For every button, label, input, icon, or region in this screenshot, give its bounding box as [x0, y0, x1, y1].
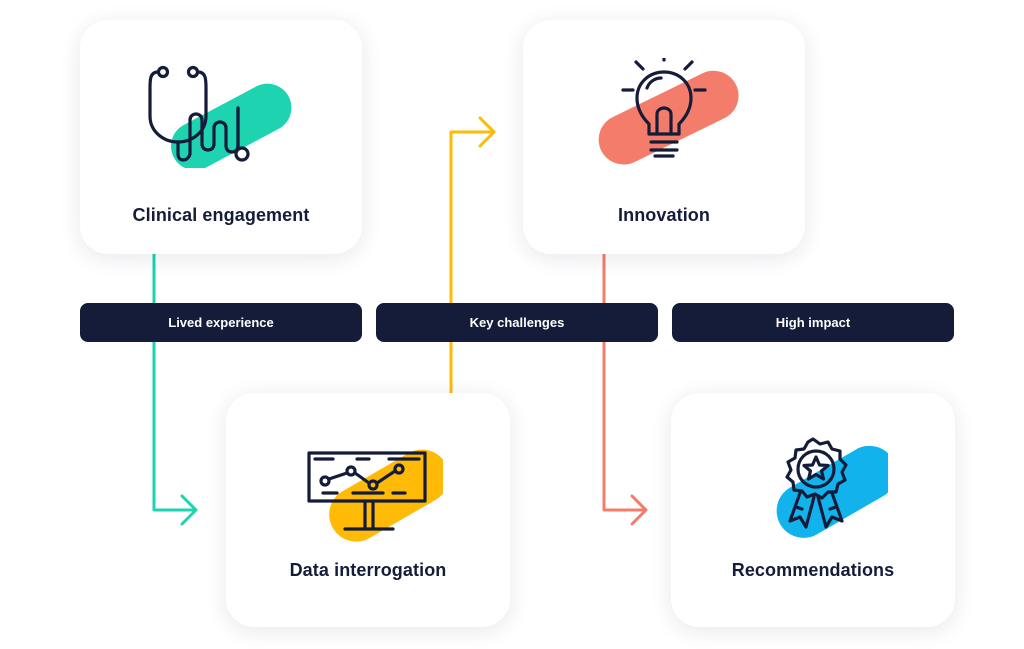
arrow-head-yellow	[478, 116, 496, 148]
card-innovation: Innovation	[523, 20, 805, 254]
card-label: Data interrogation	[289, 560, 447, 580]
lightbulb-icon	[598, 58, 739, 165]
arrow-clinical-to-data	[152, 254, 194, 512]
card-clinical-engagement: Clinical engagement	[80, 20, 362, 254]
stethoscope-icon	[148, 65, 292, 168]
arrow-head-teal	[180, 494, 198, 526]
card-data-interrogation: Data interrogation	[226, 393, 510, 627]
arrow-head-salmon	[630, 494, 648, 526]
pill-lived-experience: Lived experience	[80, 303, 362, 342]
pill-high-impact: High impact	[672, 303, 954, 342]
card-label: Innovation	[618, 205, 710, 225]
card-label: Clinical engagement	[132, 205, 310, 225]
arrow-data-to-innovation	[449, 130, 492, 395]
award-ribbon-icon	[776, 437, 888, 538]
chart-monitor-icon	[307, 449, 443, 542]
card-recommendations: Recommendations	[671, 393, 955, 627]
pill-key-challenges: Key challenges	[376, 303, 658, 342]
arrow-innovation-to-recommendations	[602, 254, 644, 512]
card-label: Recommendations	[731, 560, 895, 580]
